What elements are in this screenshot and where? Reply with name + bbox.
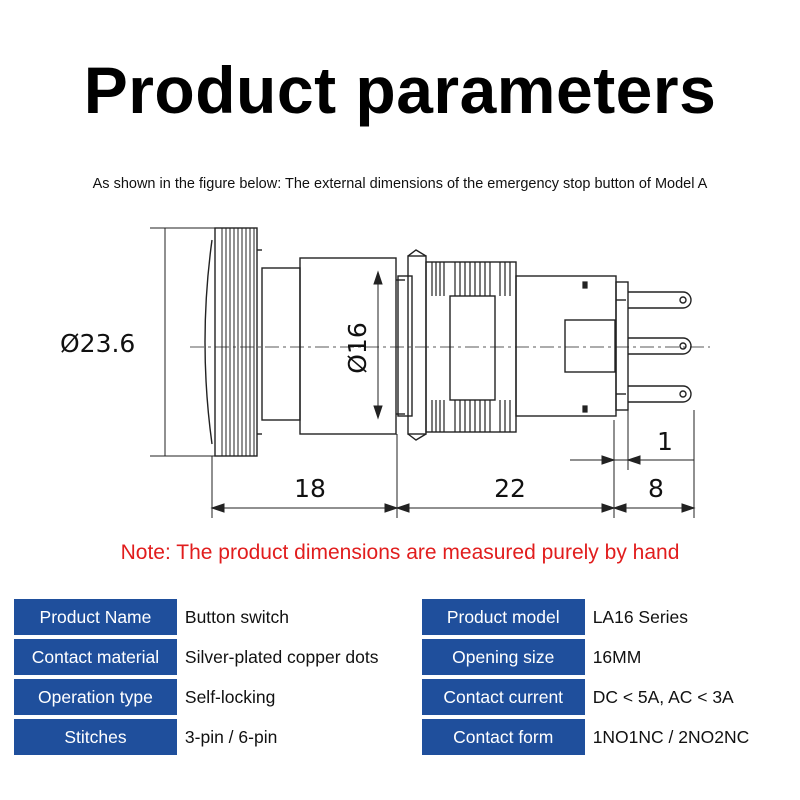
spec-table: Product Name Button switch Product model… <box>14 595 786 759</box>
drawing-caption: As shown in the figure below: The extern… <box>92 176 708 192</box>
spec-label: Product model <box>421 599 585 635</box>
spec-value: Silver-plated copper dots <box>176 639 422 675</box>
dim-length-18: 18 <box>294 474 326 503</box>
dim-length-8: 8 <box>648 474 664 503</box>
dim-length-22: 22 <box>494 474 526 503</box>
spec-value: Button switch <box>176 599 422 635</box>
dim-body-diameter: Ø16 <box>343 322 372 374</box>
spec-value: 3-pin / 6-pin <box>176 719 422 755</box>
table-row: Stitches 3-pin / 6-pin Contact form 1NO1… <box>14 719 786 755</box>
spec-value: 16MM <box>584 639 786 675</box>
spec-label: Contact material <box>14 639 177 675</box>
dim-outer-diameter: Ø23.6 <box>60 329 135 358</box>
table-row: Contact material Silver-plated copper do… <box>14 639 786 675</box>
table-row: Product Name Button switch Product model… <box>14 599 786 635</box>
measurement-note: Note: The product dimensions are measure… <box>120 541 680 564</box>
dim-pin-thickness: 1 <box>657 427 673 456</box>
spec-label: Opening size <box>421 639 585 675</box>
spec-label: Operation type <box>14 679 177 715</box>
spec-label: Contact current <box>421 679 585 715</box>
dimension-drawing: Ø23.6 Ø16 18 22 8 1 <box>60 227 710 518</box>
table-row: Operation type Self-locking Contact curr… <box>14 679 786 715</box>
spec-value: Self-locking <box>176 679 422 715</box>
spec-value: LA16 Series <box>584 599 786 635</box>
spec-value: 1NO1NC / 2NO2NC <box>584 719 786 755</box>
spec-label: Product Name <box>14 599 177 635</box>
spec-label: Contact form <box>421 719 585 755</box>
page-title: Product parameters <box>83 53 717 127</box>
spec-value: DC < 5A, AC < 3A <box>584 679 786 715</box>
spec-label: Stitches <box>14 719 177 755</box>
